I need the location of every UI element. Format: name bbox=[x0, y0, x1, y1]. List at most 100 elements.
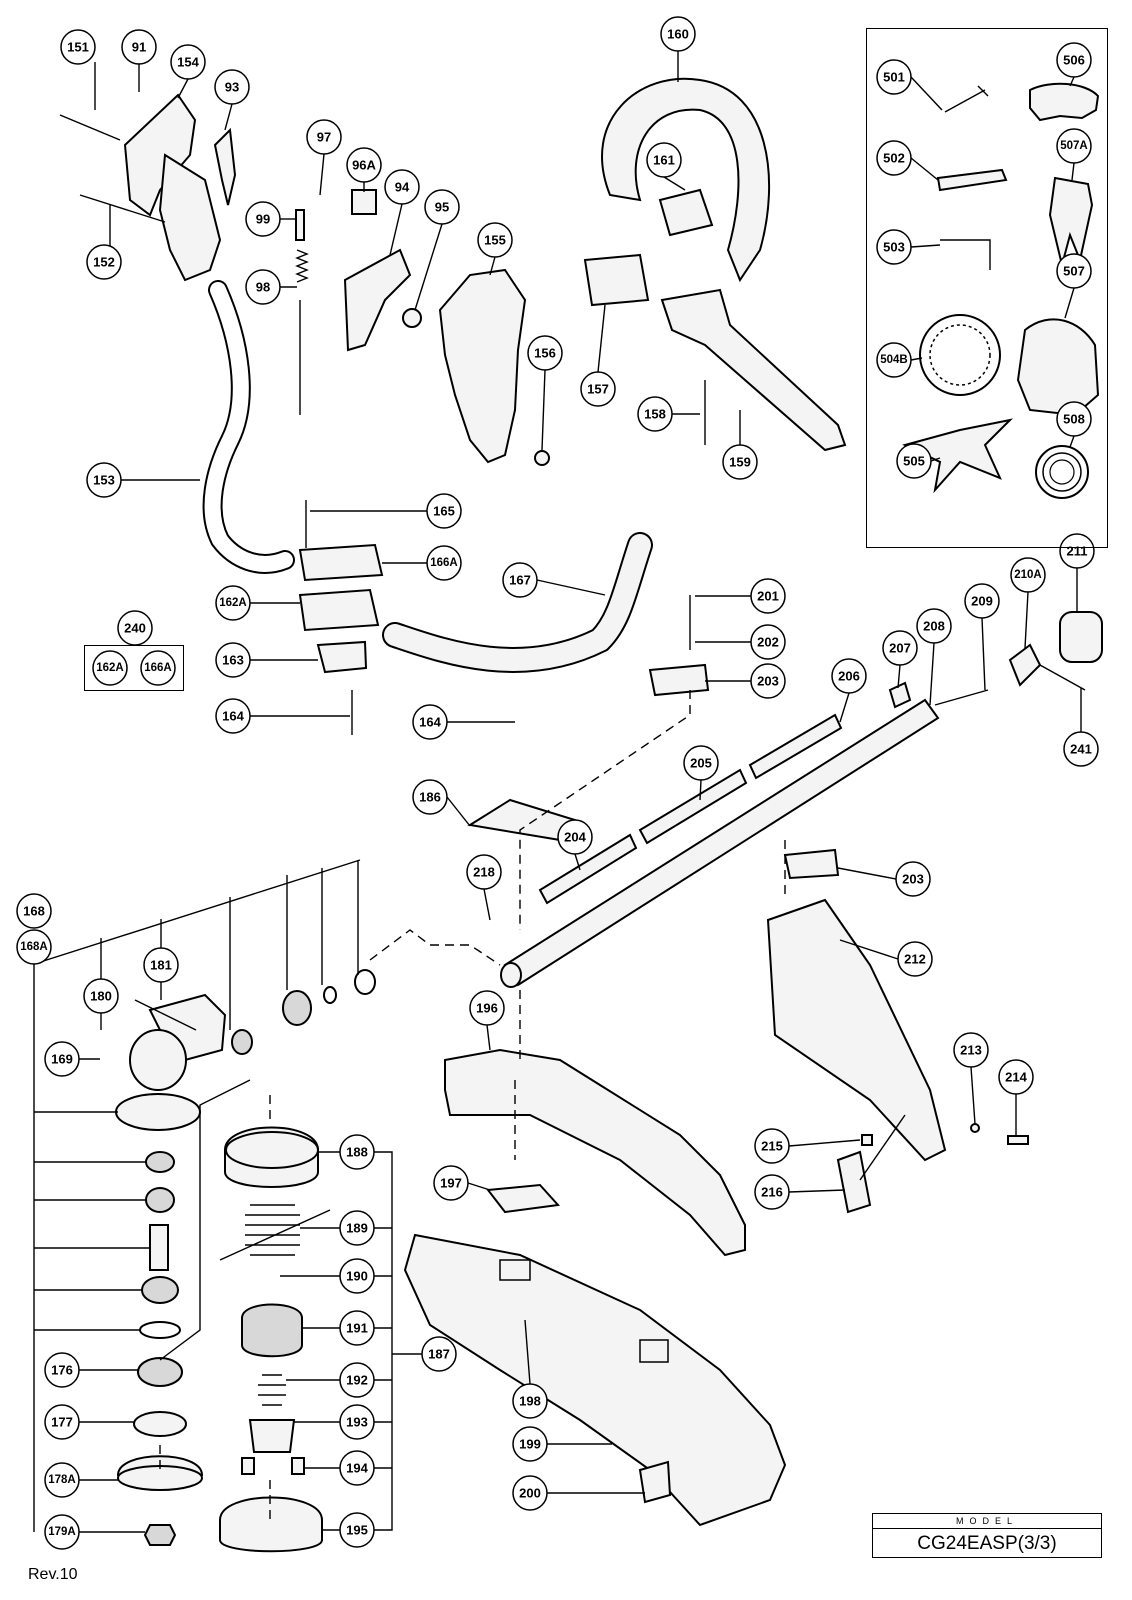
part-callout-159: 159 bbox=[722, 444, 758, 480]
callout-number: 212 bbox=[904, 952, 926, 967]
callout-number: 169 bbox=[51, 1052, 73, 1067]
part-callout-190: 190 bbox=[339, 1258, 375, 1294]
part-callout-193: 193 bbox=[339, 1404, 375, 1440]
part-callout-187: 187 bbox=[421, 1336, 457, 1372]
callout-number: 506 bbox=[1063, 53, 1085, 68]
part-callout-195: 195 bbox=[339, 1512, 375, 1548]
part-callout-191: 191 bbox=[339, 1310, 375, 1346]
callout-number: 151 bbox=[67, 40, 89, 55]
callout-circle bbox=[896, 443, 932, 479]
callout-number: 97 bbox=[317, 130, 331, 145]
part-callout-162A: 162A bbox=[215, 585, 251, 621]
leader-lines bbox=[33, 51, 1082, 1533]
callout-number: 199 bbox=[519, 1437, 541, 1452]
callout-number: 195 bbox=[346, 1523, 368, 1538]
callout-number: 162A bbox=[219, 597, 247, 609]
part-callout-205: 205 bbox=[683, 745, 719, 781]
callout-circle bbox=[215, 585, 251, 621]
callout-circle bbox=[16, 929, 52, 965]
callout-circle bbox=[998, 1059, 1034, 1095]
callout-number: 180 bbox=[90, 989, 112, 1004]
callout-circle bbox=[1056, 401, 1092, 437]
callout-circle bbox=[121, 29, 157, 65]
part-callout-194: 194 bbox=[339, 1450, 375, 1486]
callout-circle bbox=[170, 44, 206, 80]
callout-circle bbox=[750, 663, 786, 699]
callout-circle bbox=[44, 1041, 80, 1077]
callout-number: 218 bbox=[473, 865, 495, 880]
callout-circle bbox=[339, 1310, 375, 1346]
callout-number: 177 bbox=[51, 1415, 73, 1430]
callout-number: 508 bbox=[1063, 412, 1085, 427]
callout-number: 157 bbox=[587, 382, 609, 397]
callout-number: 503 bbox=[883, 240, 905, 255]
callout-circle bbox=[44, 1462, 80, 1498]
callout-number: 190 bbox=[346, 1269, 368, 1284]
model-label: MODEL bbox=[873, 1514, 1101, 1529]
callout-number: 164 bbox=[222, 709, 244, 724]
callout-number: 215 bbox=[761, 1139, 783, 1154]
part-drawings bbox=[59, 77, 1103, 1553]
callout-circle bbox=[502, 562, 538, 598]
standard-accessories-box bbox=[866, 28, 1108, 548]
callout-circle bbox=[876, 59, 912, 95]
callout-circle bbox=[339, 1404, 375, 1440]
callout-number: 188 bbox=[346, 1145, 368, 1160]
callout-circle bbox=[346, 147, 382, 183]
callout-circle bbox=[339, 1210, 375, 1246]
callout-number: 160 bbox=[667, 27, 689, 42]
callout-number: 96A bbox=[352, 158, 376, 173]
callout-number: 208 bbox=[923, 619, 945, 634]
callout-circle bbox=[512, 1475, 548, 1511]
part-callout-200: 200 bbox=[512, 1475, 548, 1511]
callout-circle bbox=[140, 650, 176, 686]
callout-circle bbox=[512, 1426, 548, 1462]
callout-circle bbox=[306, 119, 342, 155]
callout-number: 187 bbox=[428, 1347, 450, 1362]
callout-circle bbox=[424, 189, 460, 225]
callout-number: 165 bbox=[433, 504, 455, 519]
callout-circle bbox=[953, 1032, 989, 1068]
part-callout-93: 93 bbox=[214, 69, 250, 105]
callout-circle bbox=[660, 16, 696, 52]
callout-circle bbox=[245, 269, 281, 305]
callout-number: 191 bbox=[346, 1321, 368, 1336]
callout-number: 205 bbox=[690, 756, 712, 771]
callout-circle bbox=[421, 1336, 457, 1372]
callout-number: 204 bbox=[564, 830, 586, 845]
callout-number: 203 bbox=[902, 872, 924, 887]
callout-circle bbox=[143, 947, 179, 983]
part-callout-160: 160 bbox=[660, 16, 696, 52]
part-callout-168: 168 bbox=[16, 893, 52, 929]
callout-number: 214 bbox=[1005, 1070, 1027, 1085]
callout-circle bbox=[466, 854, 502, 890]
part-callout-155: 155 bbox=[477, 222, 513, 258]
callout-circle bbox=[92, 650, 128, 686]
part-callout-241: 241 bbox=[1063, 731, 1099, 767]
callout-circle bbox=[895, 861, 931, 897]
part-callout-164: 164 bbox=[412, 704, 448, 740]
part-callout-240: 240 bbox=[117, 610, 153, 646]
callout-circle bbox=[215, 698, 251, 734]
callout-circle bbox=[16, 893, 52, 929]
callout-circle bbox=[60, 29, 96, 65]
part-callout-162A: 162A bbox=[92, 650, 128, 686]
part-callout-207: 207 bbox=[882, 630, 918, 666]
callout-circle bbox=[339, 1362, 375, 1398]
part-callout-507A: 507A bbox=[1056, 128, 1092, 164]
part-callout-208: 208 bbox=[916, 608, 952, 644]
callout-circle bbox=[426, 493, 462, 529]
callout-circle bbox=[580, 371, 616, 407]
callout-number: 501 bbox=[883, 70, 905, 85]
callout-circle bbox=[882, 630, 918, 666]
callout-circle bbox=[750, 624, 786, 660]
part-callout-157: 157 bbox=[580, 371, 616, 407]
part-callout-203: 203 bbox=[750, 663, 786, 699]
callout-number: 95 bbox=[435, 200, 449, 215]
part-callout-94: 94 bbox=[384, 169, 420, 205]
callout-number: 241 bbox=[1070, 742, 1092, 757]
callout-circle bbox=[1010, 557, 1046, 593]
callout-number: 186 bbox=[419, 790, 441, 805]
